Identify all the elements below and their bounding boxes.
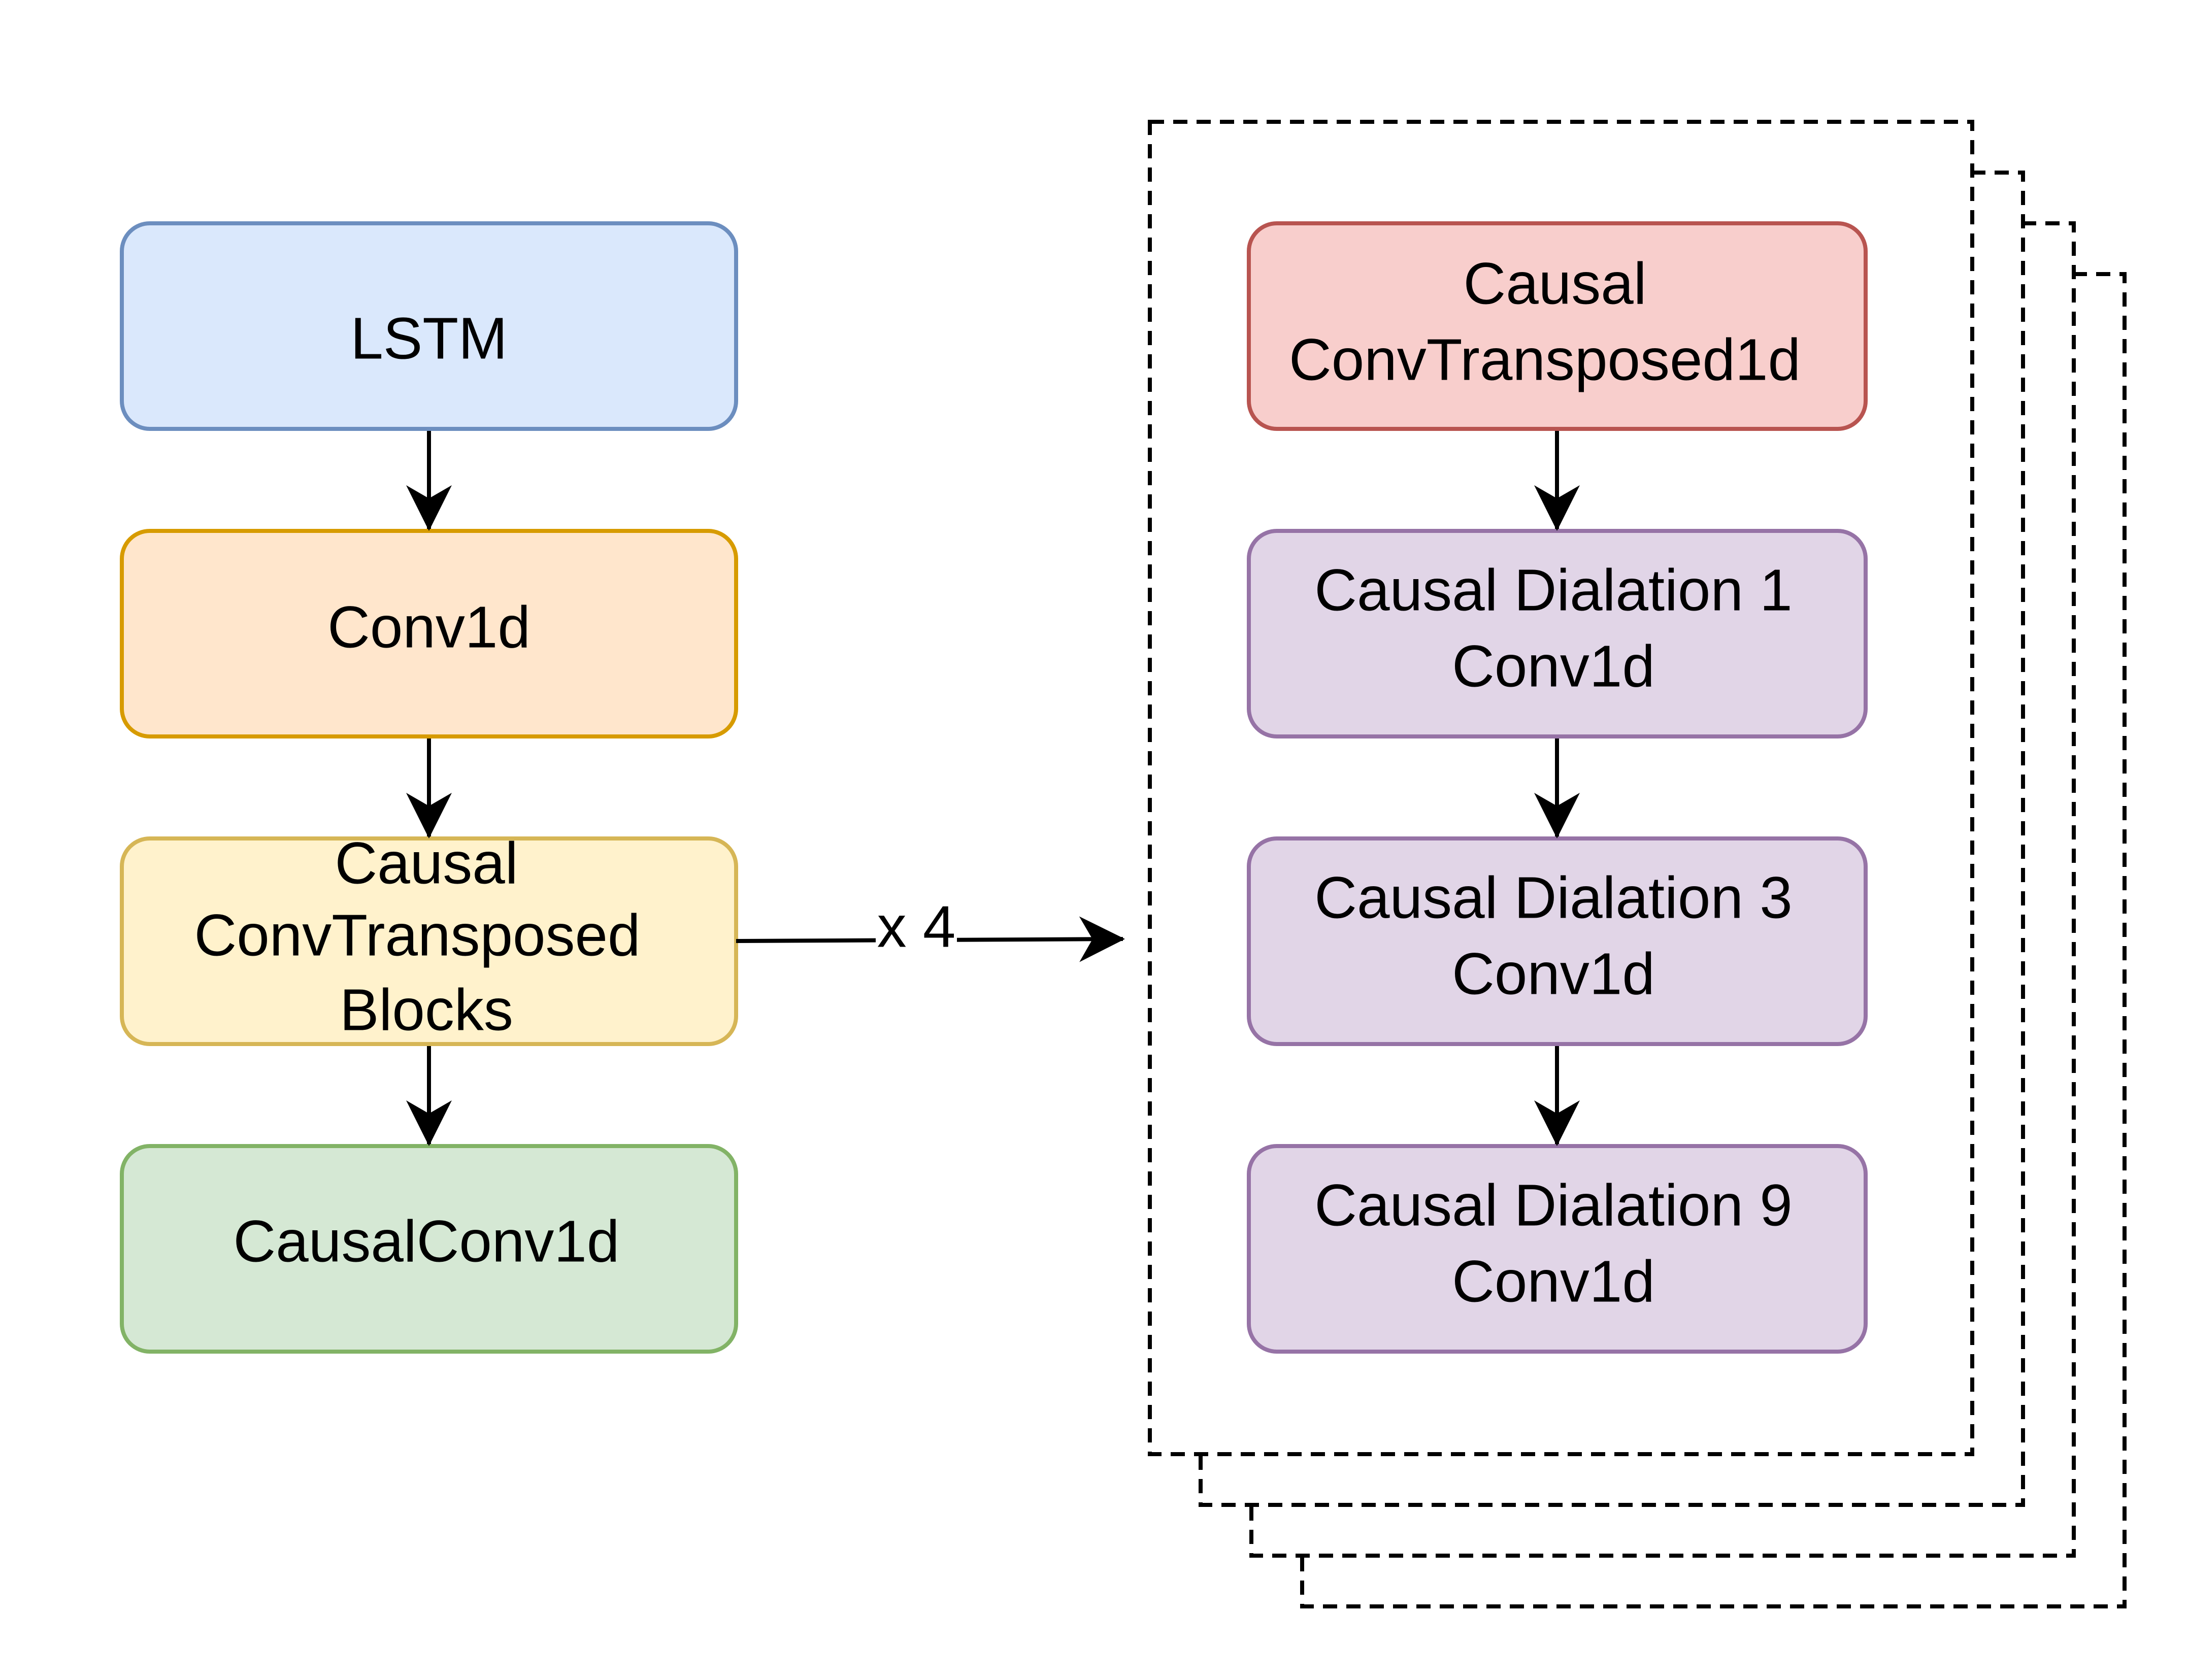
conv-transposed-1d-node: Causal ConvTransposed1d bbox=[1247, 221, 1868, 431]
conv-transposed-blocks-label-line1: Causal bbox=[335, 830, 518, 896]
lstm-box bbox=[120, 221, 738, 431]
conv1d-node: Conv1d bbox=[120, 529, 738, 738]
dilation-3-label-line2: Conv1d bbox=[1452, 941, 1655, 1007]
repeat-label-bg bbox=[876, 898, 957, 964]
causal-conv1d-box bbox=[120, 1144, 738, 1354]
conv-transposed-blocks-node: Causal ConvTransposed Blocks bbox=[120, 830, 738, 1046]
dilation-1-label-line2: Conv1d bbox=[1452, 633, 1655, 699]
dilation-9-node: Causal Dialation 9 Conv1d bbox=[1247, 1144, 1868, 1354]
dilation-9-box bbox=[1247, 1144, 1868, 1354]
conv-transposed-blocks-label-line2: ConvTransposed bbox=[194, 902, 640, 968]
repeat-label: x 4 bbox=[877, 894, 956, 960]
conv-transposed-1d-label-line2: ConvTransposed1d bbox=[1289, 327, 1801, 393]
causal-conv1d-node: CausalConv1d bbox=[120, 1144, 738, 1354]
dilation-9-label-line1: Causal Dialation 9 bbox=[1314, 1172, 1792, 1238]
dilation-3-box bbox=[1247, 836, 1868, 1046]
dilation-1-label-line1: Causal Dialation 1 bbox=[1314, 557, 1792, 623]
dilation-3-node: Causal Dialation 3 Conv1d bbox=[1247, 836, 1868, 1046]
lstm-label: LSTM bbox=[350, 306, 507, 372]
conv1d-box bbox=[120, 529, 738, 738]
causal-conv1d-label: CausalConv1d bbox=[234, 1208, 620, 1274]
conv-transposed-blocks-box bbox=[120, 836, 738, 1046]
conv1d-label: Conv1d bbox=[327, 594, 531, 660]
conv-transposed-1d-box bbox=[1247, 221, 1868, 431]
repeat-edge: x 4 bbox=[736, 894, 1125, 964]
dilation-9-label-line2: Conv1d bbox=[1452, 1249, 1655, 1315]
conv-transposed-1d-label-line1: Causal bbox=[1463, 251, 1646, 317]
dilation-1-node: Causal Dialation 1 Conv1d bbox=[1247, 529, 1868, 738]
dilation-1-box bbox=[1247, 529, 1868, 738]
dilation-3-label-line1: Causal Dialation 3 bbox=[1314, 865, 1792, 931]
conv-transposed-blocks-label-line3: Blocks bbox=[340, 977, 513, 1043]
lstm-node: LSTM bbox=[120, 221, 738, 431]
